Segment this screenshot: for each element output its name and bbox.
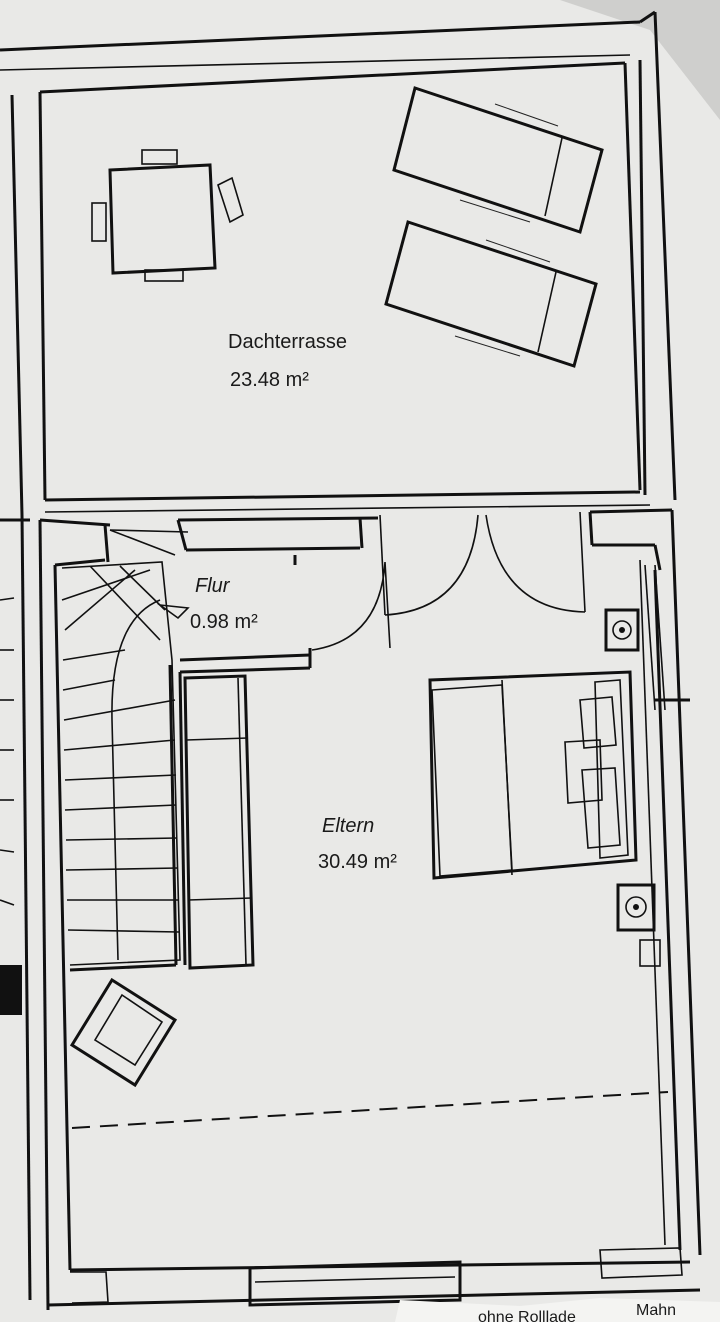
footer-left-text: ohne Rolllade bbox=[478, 1309, 576, 1322]
footer-right-text: Mahn bbox=[636, 1302, 676, 1319]
terrace-outline bbox=[10, 61, 651, 516]
roof-slope-line bbox=[71, 1091, 669, 1129]
sun-lounger-2 bbox=[384, 220, 598, 368]
torn-paper-strip bbox=[395, 1298, 720, 1322]
bedroom-walls bbox=[38, 508, 702, 1311]
armchair bbox=[69, 977, 178, 1088]
paper-shadow bbox=[560, 0, 720, 120]
socket-bottom bbox=[616, 883, 661, 967]
wardrobe bbox=[183, 674, 255, 970]
staircase bbox=[61, 561, 190, 966]
hall-area: 0.98 m² bbox=[190, 611, 258, 633]
terrace-double-door bbox=[379, 511, 586, 616]
socket-top bbox=[604, 608, 640, 652]
neighbour-stair bbox=[0, 514, 32, 1301]
terrace-table-set bbox=[91, 149, 244, 282]
terrace-area: 23.48 m² bbox=[230, 369, 309, 391]
terrace-name: Dachterrasse bbox=[228, 331, 347, 353]
bedroom-area: 30.49 m² bbox=[318, 851, 397, 873]
window-right bbox=[644, 564, 690, 711]
outer-walls bbox=[0, 10, 677, 501]
hall-name: Flur bbox=[195, 575, 231, 597]
hall-walls bbox=[69, 529, 312, 972]
window-bottom bbox=[70, 1247, 683, 1307]
double-bed bbox=[428, 670, 638, 880]
sun-lounger-1 bbox=[392, 86, 604, 234]
bedroom-name: Eltern bbox=[322, 815, 374, 837]
